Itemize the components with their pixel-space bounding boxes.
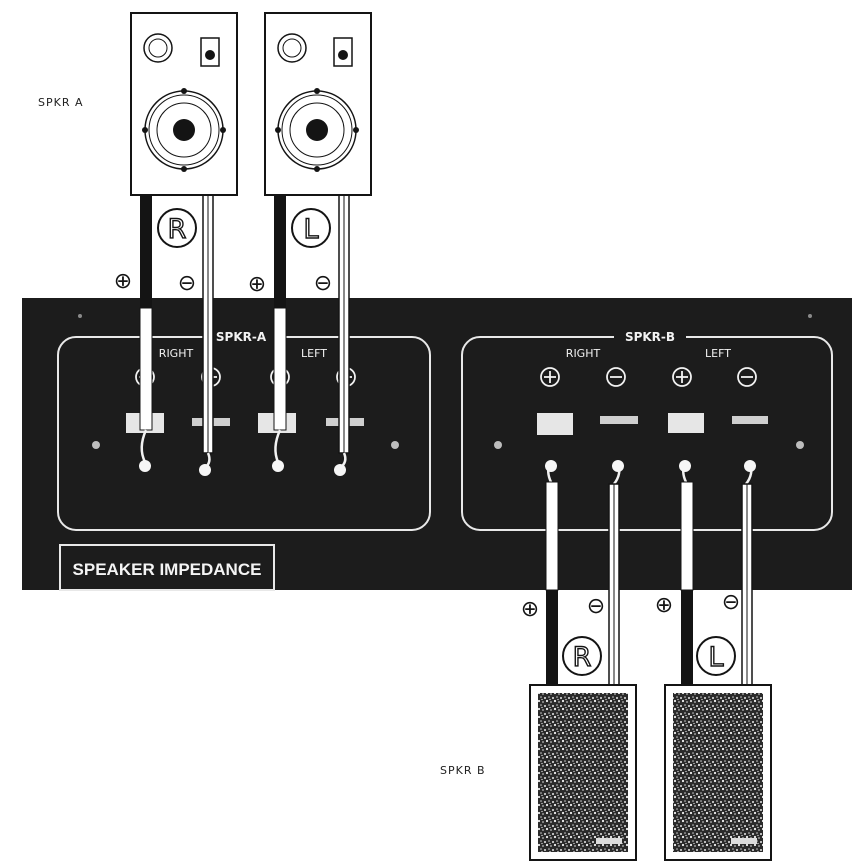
spkr-b-right-cable (545, 460, 624, 686)
svg-text:R: R (168, 214, 187, 245)
spkr-a-left-badge: L (291, 208, 331, 248)
panel-b-terminals (494, 314, 812, 449)
svg-text:L: L (303, 214, 318, 245)
spkr-b-left-speaker (664, 684, 772, 861)
spkr-a-left-cable (272, 194, 350, 476)
spkr-a-left-speaker (264, 12, 372, 196)
spkr-b-left-badge: L (696, 636, 736, 676)
spkr-a-label: SPKR A (38, 96, 84, 109)
impedance-plate (59, 544, 275, 591)
svg-text:R: R (573, 642, 592, 673)
svg-text:L: L (708, 642, 723, 673)
spkr-a-right-plus: ⊕ (114, 268, 132, 293)
spkr-a-left-minus: ⊖ (314, 270, 332, 295)
spkr-a-left-plus: ⊕ (248, 271, 266, 296)
panel-a-right-label: RIGHT (159, 347, 194, 360)
spkr-b-left-minus: ⊖ (722, 589, 740, 614)
spkr-b-right-minus: ⊖ (587, 593, 605, 618)
spkr-b-left-plus: ⊕ (655, 592, 673, 617)
panel-b-title: SPKR-B (625, 330, 675, 344)
spkr-a-right-badge: R (157, 208, 197, 248)
panel-a-title: SPKR-A (216, 330, 267, 344)
spkr-a-right-speaker (130, 12, 238, 196)
panel-a-left-label: LEFT (301, 347, 327, 360)
spkr-b-label: SPKR B (440, 764, 486, 777)
spkr-b-right-badge: R (562, 636, 602, 676)
impedance-label: SPEAKER IMPEDANCE (73, 560, 262, 579)
panel-b-left-label: LEFT (705, 347, 731, 360)
rear-panel (22, 298, 852, 590)
spkr-b-right-speaker (529, 684, 637, 861)
spkr-a-right-minus: ⊖ (178, 270, 196, 295)
spkr-b-right-plus: ⊕ (521, 596, 539, 621)
panel-b-right-label: RIGHT (566, 347, 601, 360)
